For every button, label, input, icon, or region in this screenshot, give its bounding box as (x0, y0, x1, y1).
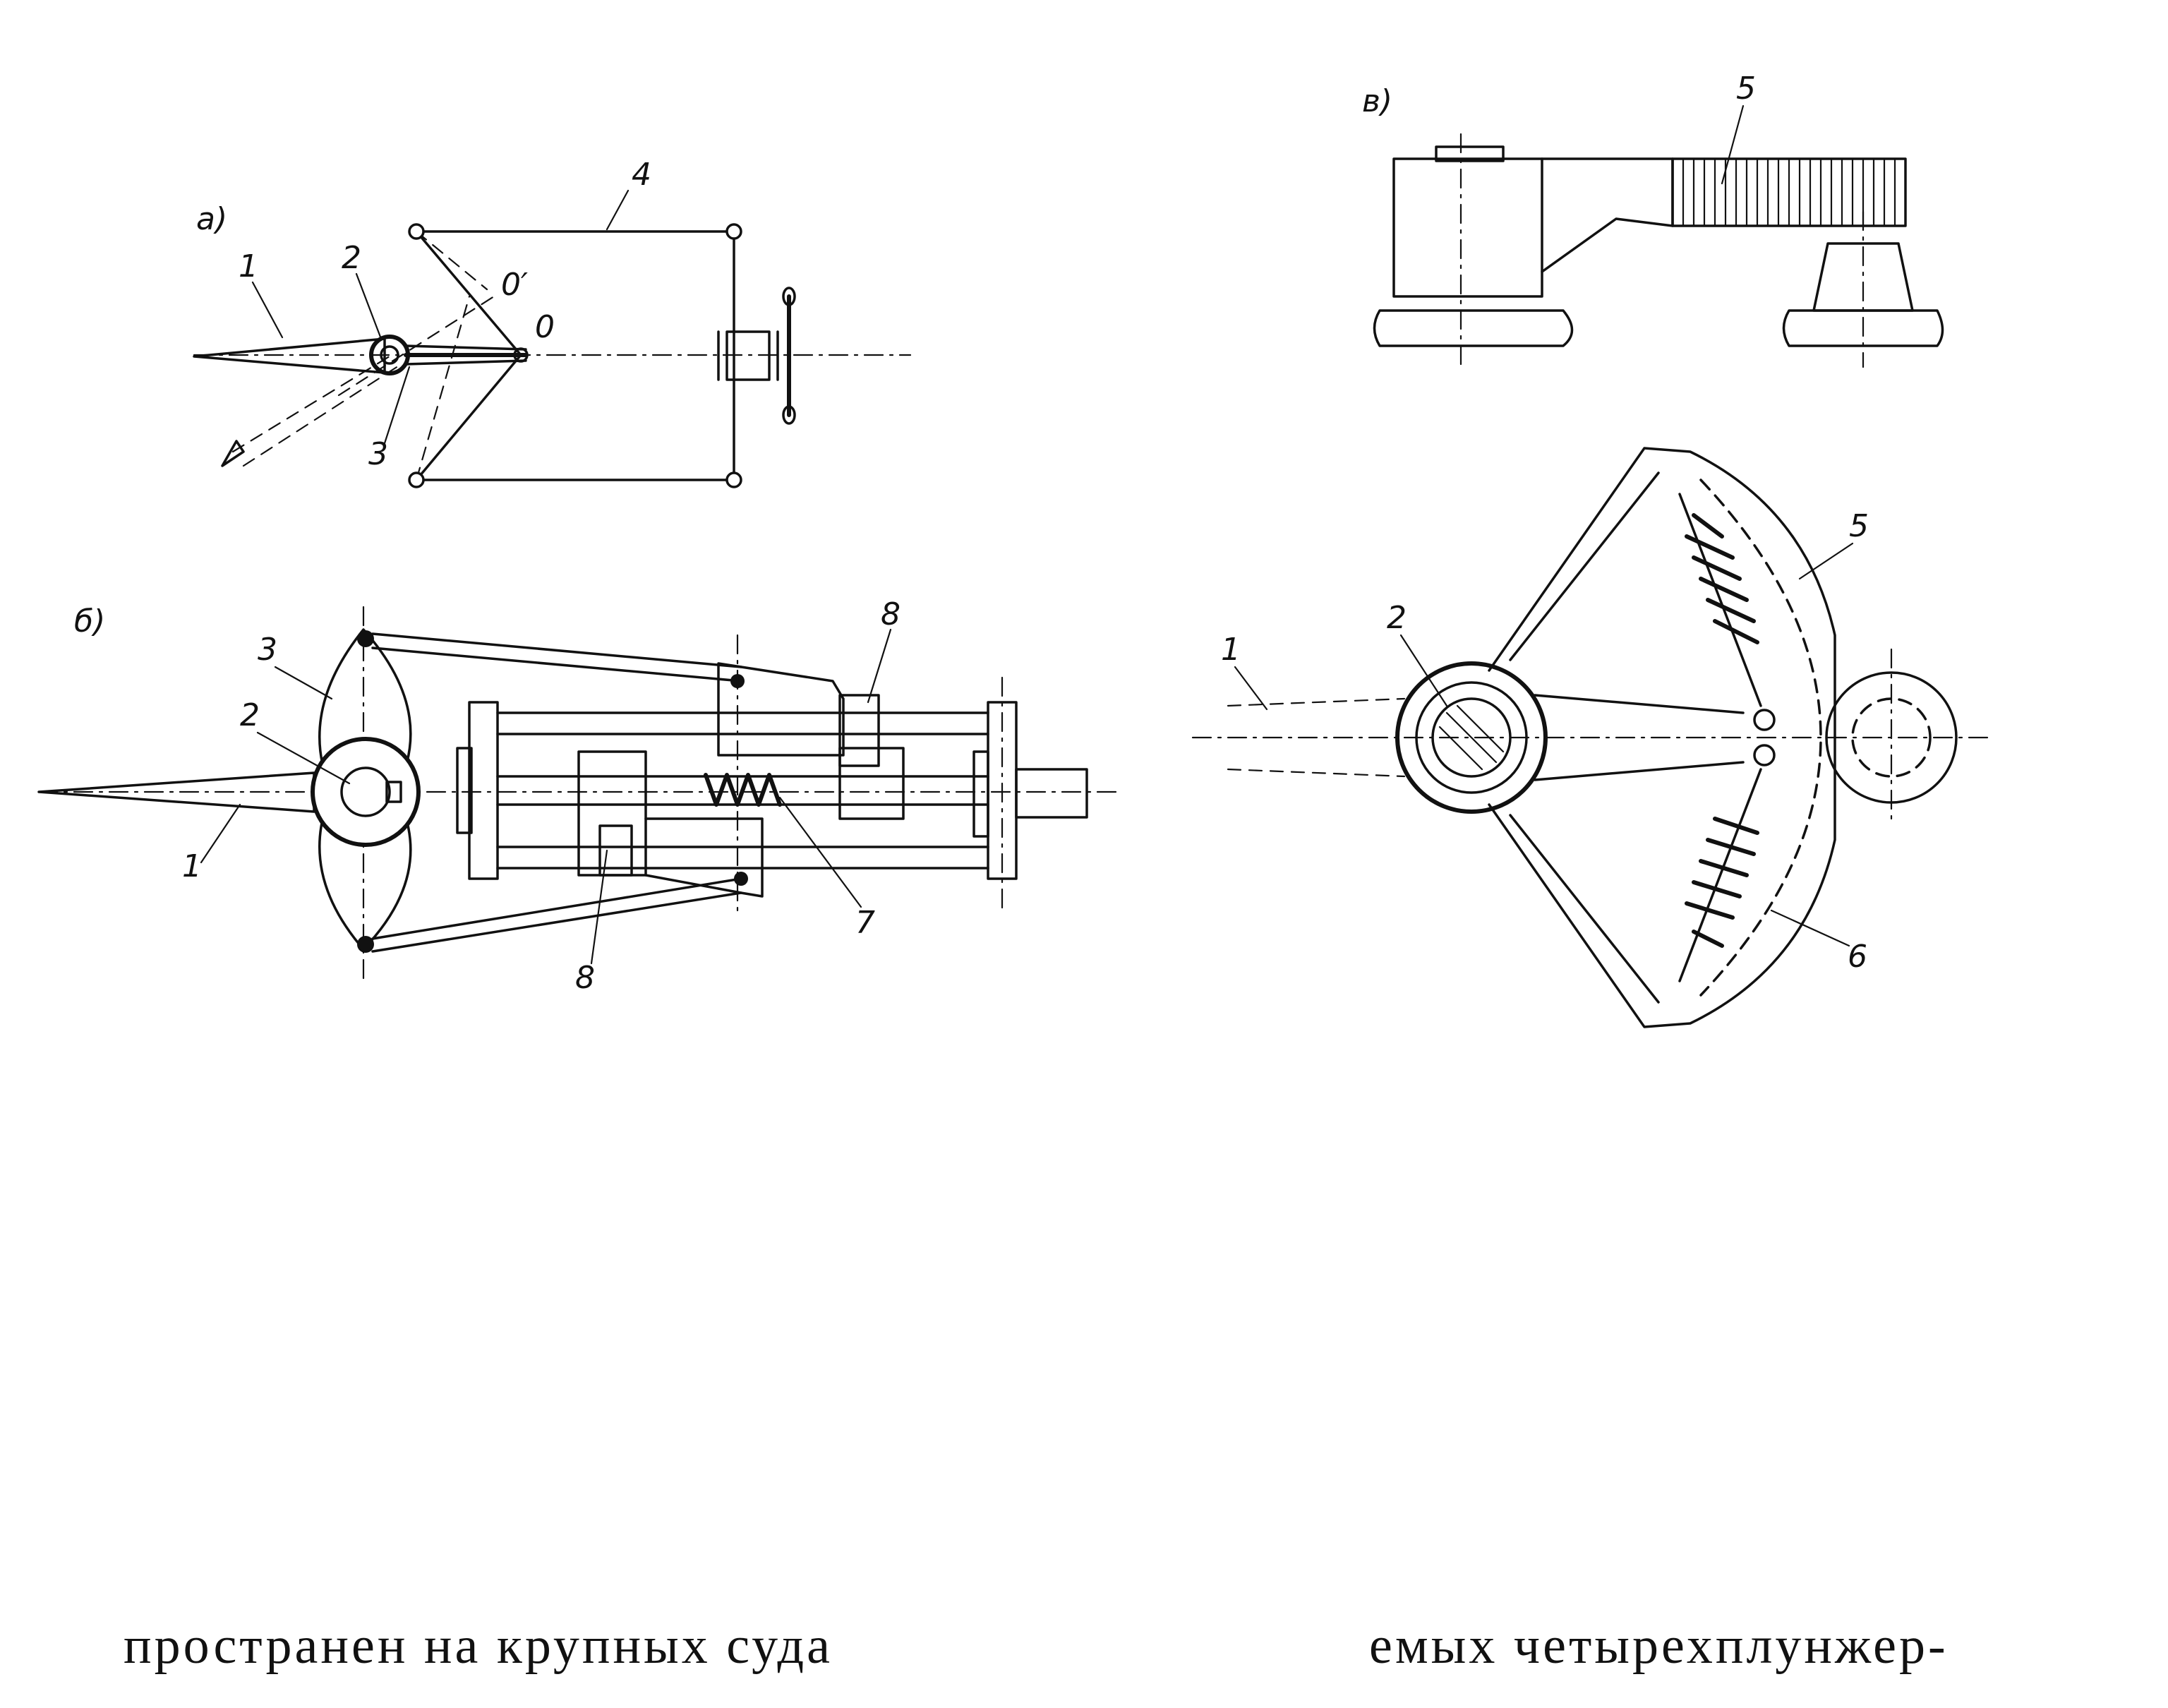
caption-left: пространен на крупных суда (124, 1617, 833, 1675)
stock-housing-side (1392, 157, 1543, 298)
panel-v-label: в) (1362, 83, 1392, 119)
stock-hub (311, 737, 421, 847)
svg-text:2: 2 (342, 240, 361, 276)
upper-ram (717, 662, 845, 757)
svg-text:1: 1 (239, 248, 258, 284)
rudder-blade-deflected (231, 351, 404, 467)
panel-b: б) (37, 596, 1124, 996)
spring (704, 773, 782, 807)
svg-text:5: 5 (1736, 71, 1756, 107)
spring-lower (1685, 817, 1759, 948)
caption-right: емых четырехплунжер- (1369, 1617, 1949, 1675)
tiller-edges (404, 344, 527, 366)
rudder-blade (193, 337, 386, 374)
quadrant-arc (1699, 479, 1822, 997)
svg-text:8: 8 (575, 960, 595, 996)
svg-text:8: 8 (881, 596, 901, 632)
svg-text:1: 1 (1221, 632, 1241, 668)
svg-text:6: 6 (1848, 939, 1867, 975)
rudder-tip-deflected (221, 440, 245, 467)
pump-shaft (1015, 768, 1088, 819)
tiller-arm-side (1541, 157, 1674, 273)
rod-top (496, 711, 989, 735)
svg-text:1: 1 (182, 848, 202, 884)
panel-b-label: б) (74, 603, 105, 639)
svg-text:2: 2 (240, 697, 260, 733)
steering-rods-deflected (415, 230, 488, 481)
quadrant-frame (1488, 447, 1836, 1028)
panel-v: в) 5 5 (1191, 71, 1992, 1028)
svg-text:0: 0 (535, 309, 555, 345)
pinion-housing (1812, 242, 1914, 312)
stock-shaft (340, 766, 391, 817)
base-right (1782, 309, 1944, 347)
lower-ram (577, 750, 647, 877)
svg-text:3: 3 (258, 632, 277, 668)
svg-text:5: 5 (1849, 508, 1869, 544)
svg-text:0′: 0′ (501, 267, 528, 303)
base-left (1373, 309, 1574, 347)
svg-text:7: 7 (855, 905, 875, 941)
link-bottom (371, 877, 742, 953)
spring-upper (1685, 513, 1759, 644)
rod-bottom (496, 846, 989, 870)
rudder-outline-plan (1227, 697, 1406, 778)
panel-a: а) 1 2 3 4 (193, 157, 912, 488)
svg-text:4: 4 (632, 157, 651, 193)
link-top (371, 632, 742, 682)
left-flange (468, 701, 499, 880)
panel-a-label: а) (196, 201, 227, 237)
svg-text:2: 2 (1387, 600, 1407, 636)
